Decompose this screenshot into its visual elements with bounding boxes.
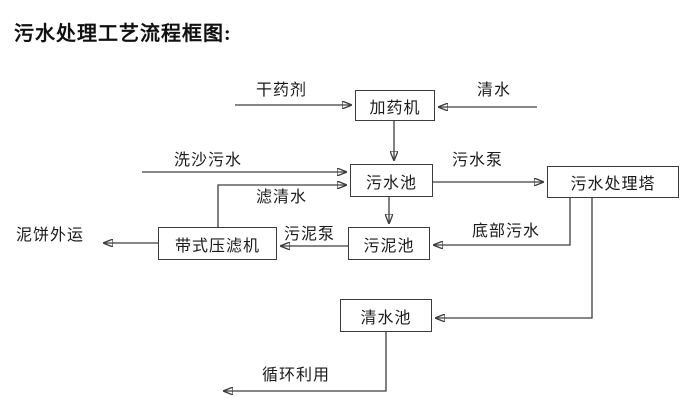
node-dosing-machine: 加药机	[355, 90, 435, 121]
label-dry-chemical: 干药剂	[256, 82, 308, 99]
edge-tower-bottom-sewage-to-sludge-pool	[434, 198, 571, 245]
label-clean-water: 清水	[477, 82, 512, 99]
label-recycle-use: 循环利用	[262, 367, 331, 384]
label-mud-cake-out: 泥饼外运	[16, 227, 85, 244]
page-title: 污水处理工艺流程框图:	[14, 23, 232, 45]
node-belt-filter-press: 带式压滤机	[158, 227, 277, 260]
label-filtered-water: 滤清水	[256, 189, 308, 206]
node-sewage-pool: 污水池	[350, 164, 433, 197]
node-sewage-treatment-tower: 污水处理塔	[547, 166, 679, 198]
label-bottom-sewage: 底部污水	[472, 223, 541, 240]
node-clean-water-pool: 清水池	[340, 299, 432, 332]
edge-filtered-water-to-sewage-pool	[217, 185, 346, 227]
label-sand-washing-sewage: 洗沙污水	[174, 152, 243, 169]
edge-clean-water-pool-to-recycle	[224, 332, 387, 391]
edge-tower-to-clean-water-pool	[436, 198, 593, 318]
label-sludge-pump: 污泥泵	[284, 226, 336, 243]
node-sludge-pool: 污泥池	[348, 227, 430, 260]
label-sewage-pump: 污水泵	[452, 152, 504, 169]
